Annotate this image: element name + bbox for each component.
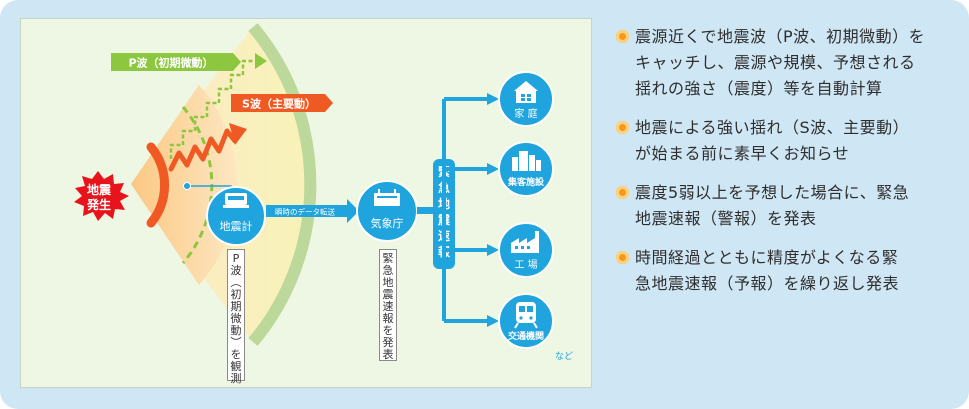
s-wave-label: S波（主要動） <box>242 97 316 111</box>
target-transport-label: 交通機関 <box>508 330 544 342</box>
target-home-label: 家 庭 <box>514 107 537 120</box>
p-wave-rim <box>248 23 317 346</box>
jma-node <box>356 180 418 242</box>
list-item: 地震による強い揺れ（S波、主要動） が始まる前に素早くお知らせ <box>616 115 956 167</box>
p-wave-arrow <box>169 59 255 159</box>
explanation-list: 震源近くで地震波（P波、初期微動）を キャッチし、震源や規模、予想される 揺れの… <box>616 24 956 310</box>
epicenter-label-2: 発生 <box>86 197 111 212</box>
list-item: 震源近くで地震波（P波、初期微動）を キャッチし、震源や規模、予想される 揺れの… <box>616 24 956 102</box>
epicenter-label-1: 地震 <box>87 182 112 197</box>
jma-connector <box>417 207 435 214</box>
eew-diagram: P波（初期微動） S波（主要動） 地震 発生 地震計 瞬時のデータ転送 <box>20 18 592 388</box>
arrowhead-venue <box>487 163 499 175</box>
seismometer-node <box>206 186 266 246</box>
p-wave-label: P波（初期微動） <box>128 56 213 70</box>
factory-icon <box>511 231 539 253</box>
bullet-icon <box>616 121 629 134</box>
seismometer-label: 地震計 <box>220 219 253 233</box>
observation-point <box>183 182 191 190</box>
s-wave-label-box <box>231 94 333 112</box>
p-wave-front <box>181 106 214 264</box>
target-venue-label: 集客施設 <box>507 176 545 188</box>
transfer-label: 瞬時のデータ転送 <box>275 207 335 217</box>
bullet-icon <box>616 30 629 43</box>
transfer-arrow <box>266 199 359 223</box>
bullet-icon <box>616 186 629 199</box>
etc-label: など <box>555 351 573 362</box>
p-wave-arrowhead <box>255 53 267 69</box>
bullet-icon <box>616 251 629 264</box>
target-factory-label: 工 場 <box>514 258 537 271</box>
branch-lines <box>442 97 489 323</box>
arrowhead-home <box>487 93 499 105</box>
p-wave-observe-label: P 波 ︵ 初 期 微 動 ︶ を 観 測 <box>227 249 245 385</box>
epicenter-burst <box>74 171 129 221</box>
train-icon <box>514 302 538 329</box>
list-item: 震度5弱以上を予想した場合に、緊急 地震速報（警報）を発表 <box>616 180 956 232</box>
building-icon <box>512 151 541 171</box>
arrowhead-transport <box>487 315 499 327</box>
house-icon <box>514 81 538 103</box>
s-wave-arrowhead <box>229 123 247 145</box>
s-wave-band <box>146 142 169 228</box>
diagram-canvas: P波（初期微動） S波（主要動） 地震 発生 地震計 瞬時のデータ転送 <box>74 23 573 362</box>
arrowhead-factory <box>487 244 499 256</box>
s-wave-arrow <box>168 128 238 172</box>
announce-label: 緊 急 地 震 速 報 を 発 表 <box>379 249 397 361</box>
jma-icon <box>374 189 400 206</box>
jma-label: 気象庁 <box>371 216 404 230</box>
p-wave-label-box <box>111 53 241 71</box>
seismometer-icon <box>223 193 249 208</box>
list-item: 時間経過とともに精度がよくなる緊 急地震速報（予報）を繰り返し発表 <box>616 245 956 297</box>
